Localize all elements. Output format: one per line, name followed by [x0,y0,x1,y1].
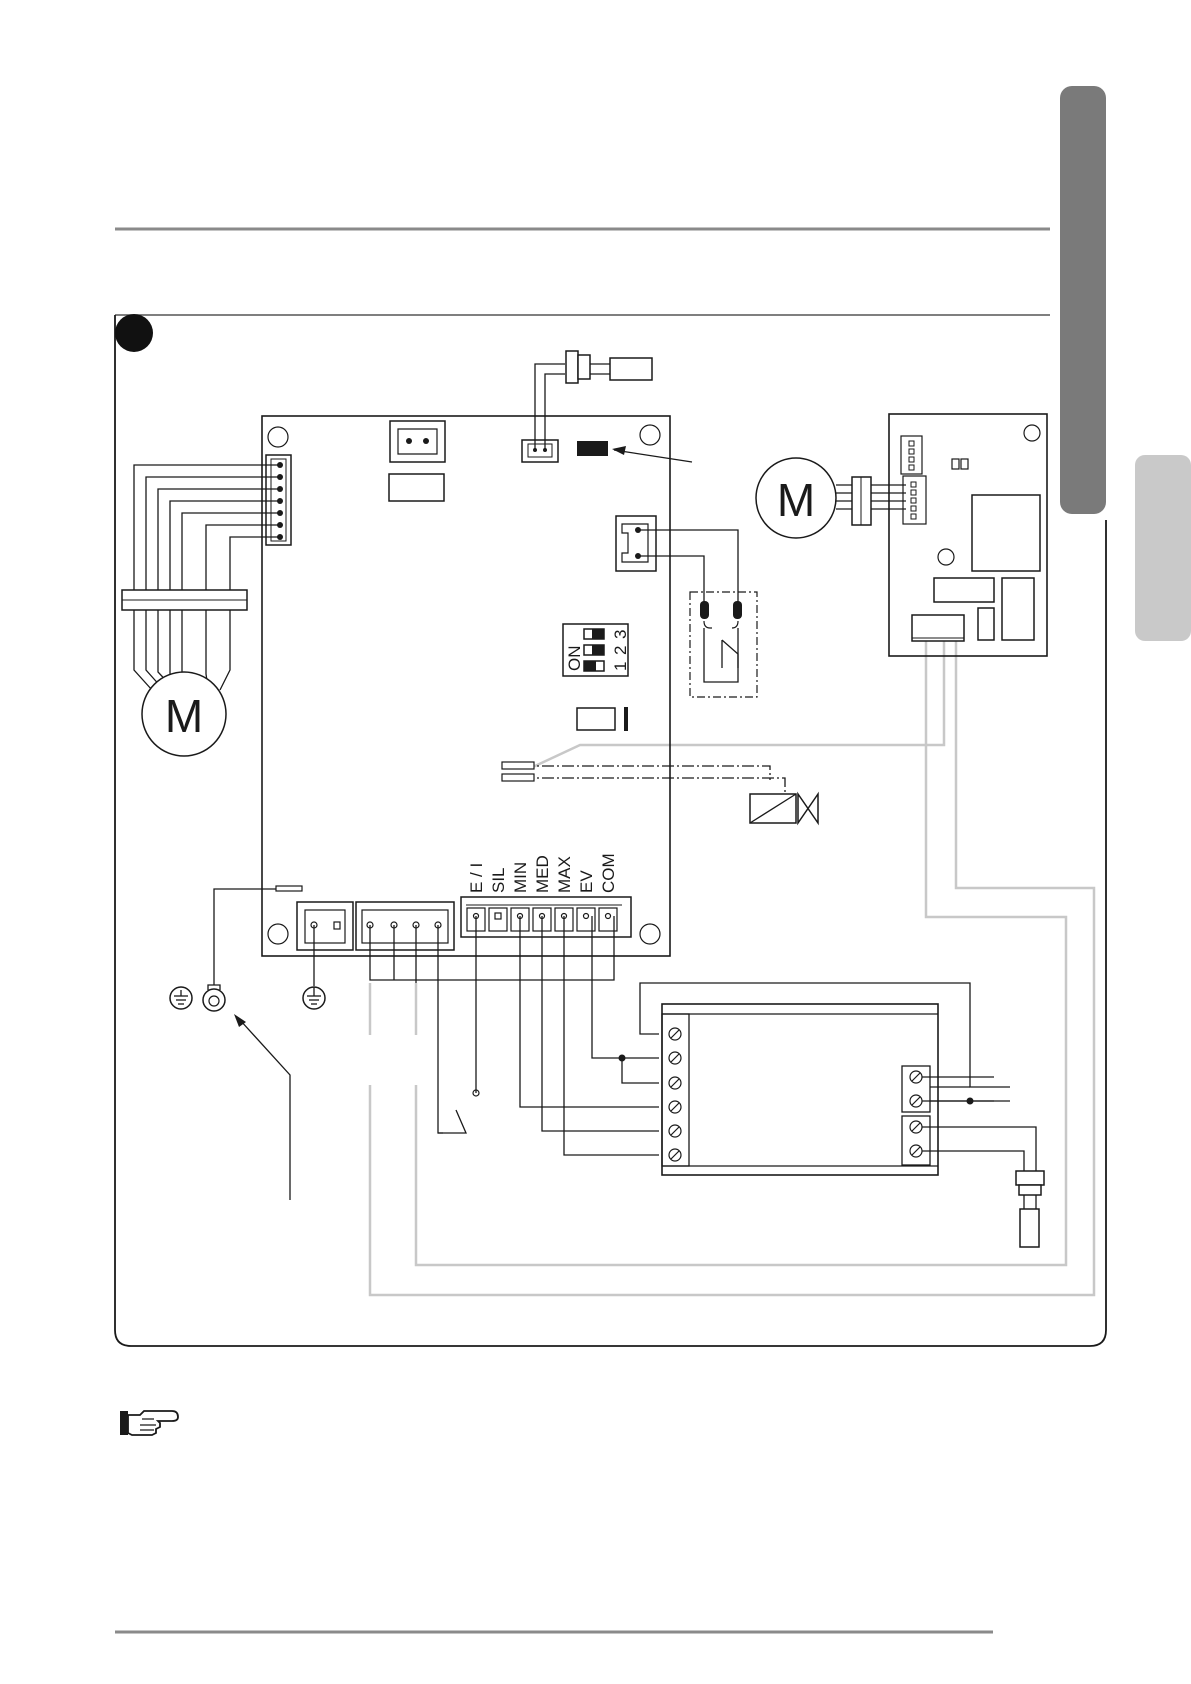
sensor-connector [522,440,558,462]
fuse-holder [389,474,444,501]
terminal-label-min: MIN [511,862,530,893]
terminal-label-ei: E / I [467,863,486,893]
earth-connections [170,889,325,1200]
ring-terminal-icon [203,985,225,1011]
fan-motor-left: M [122,465,280,756]
ground-icon-board [303,987,325,1009]
temperature-probe-top [535,351,652,450]
temperature-probe-bottom [1016,1171,1044,1247]
terminal-label-ev: EV [577,870,596,893]
auxiliary-board [889,414,1047,656]
terminal-label-med: MED [533,855,552,893]
terminal-box [662,1004,1036,1175]
screw-terminal-icon [669,1028,681,1161]
dip-position-2: 2 [611,646,630,655]
terminal-label-com: COM [599,853,618,893]
control-board: ON 1 2 3 [262,416,670,956]
dip-position-1: 1 [611,662,630,671]
pointing-hand-icon [120,1411,178,1435]
led-indicator [577,441,608,456]
gray-wiring [370,641,1094,1295]
fan-motor-label: M [165,690,203,742]
terminal-label-sil: SIL [489,867,508,893]
section-tab-dark[interactable] [1060,86,1106,514]
ground-icon [170,987,192,1009]
solenoid-valve [502,762,818,823]
section-tab-light[interactable] [1135,455,1191,641]
external-switch [438,1090,479,1133]
figure-marker [115,314,153,352]
led-pointer-arrow [612,446,692,462]
figure-frame [115,315,1106,1346]
fan-motor-right: M [756,458,906,538]
terminal-label-max: MAX [555,856,574,893]
board-component [577,708,615,730]
dip-on-label: ON [565,646,584,672]
dip-position-3: 3 [611,630,630,639]
control-wiring [370,916,1010,1155]
solenoid-valve-icon [798,794,818,823]
dip-switch[interactable]: ON 1 2 3 [563,624,630,676]
fan-motor-right-label: M [777,474,815,526]
